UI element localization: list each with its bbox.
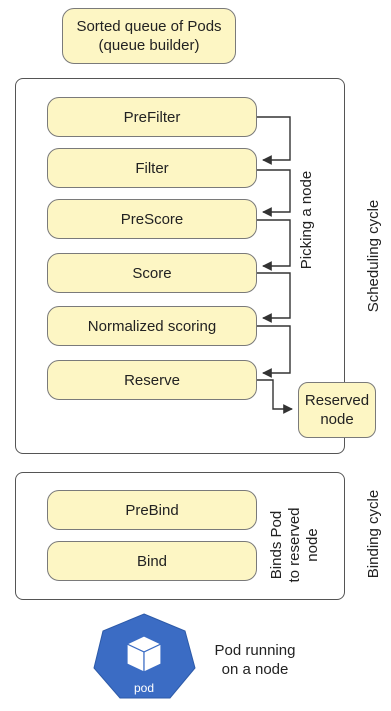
step-filter-label: Filter bbox=[135, 159, 169, 177]
step-score-label: Score bbox=[132, 264, 172, 282]
arrow-reserve-reserved-node bbox=[257, 379, 293, 414]
step-bind: Bind bbox=[47, 541, 257, 581]
arrow-filter-prescore bbox=[257, 169, 291, 217]
reserved-node-box: Reserved node bbox=[298, 382, 376, 438]
scheduling-cycle-frame bbox=[15, 78, 345, 454]
queue-builder-box: Sorted queue of Pods (queue builder) bbox=[62, 8, 236, 64]
queue-subtitle: (queue builder) bbox=[98, 37, 200, 54]
step-prebind-label: PreBind bbox=[125, 501, 179, 519]
pod-icon-label: pod bbox=[134, 681, 154, 695]
step-reserve-label: Reserve bbox=[124, 371, 180, 389]
step-reserve: Reserve bbox=[47, 360, 257, 400]
step-filter: Filter bbox=[47, 148, 257, 188]
step-score: Score bbox=[47, 253, 257, 293]
step-prefilter: PreFilter bbox=[47, 97, 257, 137]
step-prescore-label: PreScore bbox=[120, 210, 184, 228]
reserved-line1: Reserved bbox=[304, 392, 370, 409]
arrow-prescore-score bbox=[257, 219, 291, 271]
arrow-prefilter-filter bbox=[257, 116, 291, 165]
step-prefilter-label: PreFilter bbox=[123, 108, 181, 126]
binding-cycle-frame bbox=[15, 472, 345, 600]
arrow-normalized-reserve bbox=[257, 325, 291, 378]
reserved-line2: node bbox=[320, 411, 354, 428]
step-prescore: PreScore bbox=[47, 199, 257, 239]
step-prebind: PreBind bbox=[47, 490, 257, 530]
queue-title: Sorted queue of Pods bbox=[76, 18, 222, 35]
step-bind-label: Bind bbox=[136, 552, 168, 570]
step-normalized-scoring: Normalized scoring bbox=[47, 306, 257, 346]
step-normalized-scoring-label: Normalized scoring bbox=[87, 317, 217, 335]
pod-caption: Pod running on a node bbox=[214, 642, 296, 678]
arrow-score-normalized bbox=[257, 272, 291, 323]
